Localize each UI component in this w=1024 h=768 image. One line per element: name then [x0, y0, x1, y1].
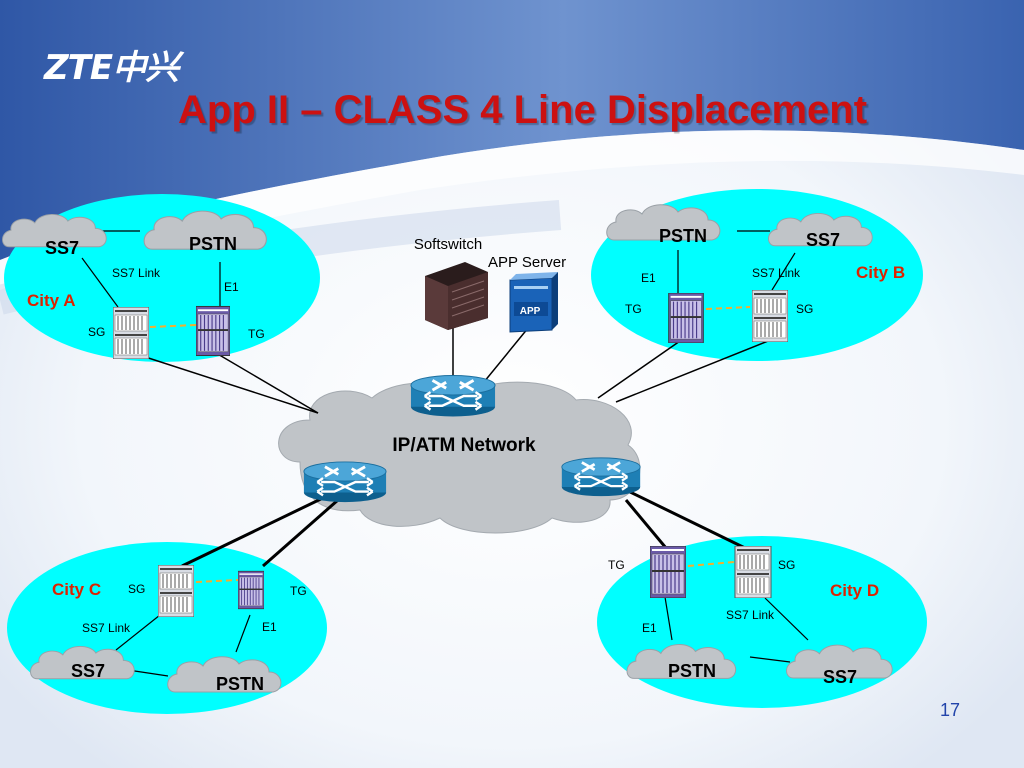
city-b-sg-label: SG [796, 302, 813, 316]
city-b-tg-rack-icon [668, 293, 704, 343]
dashed-sg-tg-links [149, 306, 751, 583]
router-right-icon [560, 456, 642, 498]
router-left-icon [302, 460, 388, 504]
city-a-pstn-label: PSTN [189, 234, 237, 254]
city-d-sg-label: SG [778, 558, 795, 572]
city-d-pstn-label: PSTN [668, 661, 716, 681]
city-d-ss7-link-label: SS7 Link [726, 608, 775, 622]
city-b-e1-label: E1 [641, 271, 656, 285]
city-a-ss7-label: SS7 [45, 238, 79, 258]
city-d-tg-rack-icon [650, 546, 686, 598]
city-c-label: City C [52, 580, 101, 599]
city-c-ss7-link-label: SS7 Link [82, 621, 131, 635]
city-b-ss7-label: SS7 [806, 230, 840, 250]
city-c-sg-label: SG [128, 582, 145, 596]
city-c-tg-label: TG [290, 584, 307, 598]
city-a-tg-label: TG [248, 327, 265, 341]
city-c-pstn-label: PSTN [216, 674, 264, 694]
app-server-icon [509, 272, 558, 333]
city-d-ss7-label: SS7 [823, 667, 857, 687]
city-c-ss7-label: SS7 [71, 661, 105, 681]
city-d-e1-label: E1 [642, 621, 657, 635]
city-b-tg-label: TG [625, 302, 642, 316]
city-c-tg-rack-icon [238, 570, 264, 610]
city-b-sg-rack-icon [752, 290, 788, 342]
city-b-label: City B [856, 263, 905, 282]
city-a-tg-rack-icon [196, 305, 230, 357]
city-b-ss7-link-label: SS7 Link [752, 266, 801, 280]
page-number: 17 [939, 700, 961, 720]
city-internal-links [81, 230, 809, 677]
softswitch-label: Softswitch [414, 236, 482, 253]
trunk-links [181, 488, 746, 568]
city-a-e1-label: E1 [224, 280, 239, 294]
city-d-label: City D [830, 581, 879, 600]
slide-title: App II – CLASS 4 Line Displacement [178, 88, 868, 132]
app-badge-label: APP [520, 306, 541, 317]
city-d-sg-rack-icon [734, 546, 772, 598]
router-top-icon [409, 374, 497, 418]
city-b-pstn-label: PSTN [659, 226, 707, 246]
city-a-sg-rack-icon [113, 307, 149, 359]
city-d-tg-label: TG [608, 558, 625, 572]
logo-text: ZTE中兴 [44, 47, 179, 88]
network-links [132, 288, 769, 414]
city-a-ss7-link-label: SS7 Link [112, 266, 161, 280]
zte-logo: ZTE中兴 [44, 44, 179, 88]
softswitch-icon [425, 262, 488, 330]
city-a-sg-label: SG [88, 325, 105, 339]
city-a-label: City A [27, 291, 76, 310]
core-network-label: IP/ATM Network [392, 435, 536, 456]
city-c-sg-rack-icon [158, 565, 194, 617]
city-c-e1-label: E1 [262, 620, 277, 634]
app-server-label: APP Server [488, 254, 566, 271]
